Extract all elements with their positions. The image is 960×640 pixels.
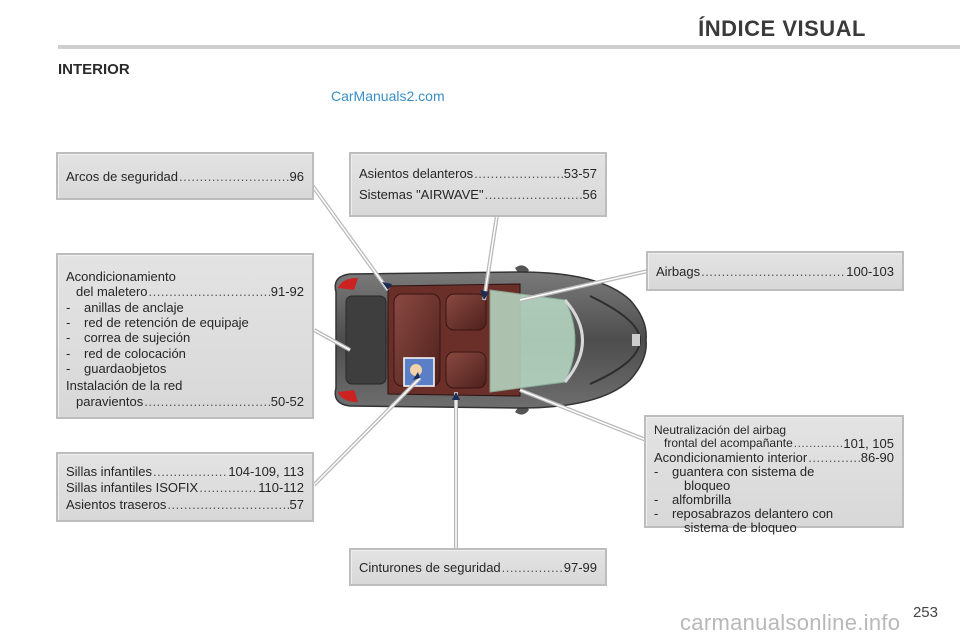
list-item-cont: sistema de bloqueo: [684, 520, 797, 536]
acond-head: Acondicionamiento: [66, 269, 176, 284]
page-title: ÍNDICE VISUAL: [698, 16, 866, 41]
page-number: 253: [912, 604, 938, 621]
list-item: -reposabrazos delantero con: [654, 506, 834, 522]
cinturones-label: Cinturones de seguridad: [359, 560, 501, 575]
front-seat-left: [445, 293, 487, 331]
watermark-top[interactable]: CarManuals2.com: [331, 88, 445, 104]
front-badge: [632, 334, 640, 346]
list-item: -guardaobjetos: [66, 360, 167, 376]
isofix-page[interactable]: 110-112: [258, 480, 304, 496]
acond-head2: Instalación de la red: [66, 378, 183, 394]
arcos-label: Arcos de seguridad: [66, 169, 179, 184]
asientos-label: Asientos delanteros: [359, 166, 474, 181]
sillas-label: Sillas infantiles: [66, 464, 152, 479]
arrow-sillas: [413, 372, 420, 380]
child-figure: [410, 364, 422, 376]
traseros-page[interactable]: 57: [289, 496, 304, 512]
dashboard: [563, 299, 584, 383]
list-item: -anillas de anclaje: [66, 299, 184, 315]
airbags-page[interactable]: 100-103: [846, 264, 894, 279]
arcos-box[interactable]: Arcos de seguridad 96: [56, 152, 314, 200]
acond-interior-label: Acondicionamiento interior: [654, 449, 808, 465]
airwave-label: Sistemas "AIRWAVE": [359, 187, 484, 203]
airbags-box[interactable]: Airbags 100-103: [646, 251, 904, 291]
trunk: [345, 295, 387, 385]
cinturones-box[interactable]: Cinturones de seguridad 97-99: [349, 548, 607, 586]
list-item: -alfombrilla: [654, 492, 732, 508]
list-item: -red de colocación: [66, 345, 186, 361]
airwave-page[interactable]: 56: [582, 187, 597, 203]
list-item: -guantera con sistema de: [654, 464, 815, 480]
acond-sub-label: del maletero: [76, 284, 148, 300]
list-item: -correa de sujeción: [66, 330, 191, 346]
taillight-top: [338, 278, 358, 290]
traseros-label: Asientos traseros: [66, 496, 167, 512]
neutral-sub-label: frontal del acompañante: [664, 435, 793, 450]
acondicionamiento-maletero-box[interactable]: Acondicionamiento del maletero 91-92 -an…: [56, 253, 314, 419]
header-rule: [58, 45, 960, 49]
airbag-zone: [489, 289, 576, 393]
arcos-page[interactable]: 96: [289, 169, 304, 184]
asientos-page[interactable]: 53-57: [563, 166, 597, 181]
list-item: -red de retención de equipaje: [66, 314, 249, 330]
cinturones-page[interactable]: 97-99: [563, 560, 597, 575]
asientos-delanteros-box[interactable]: Asientos delanteros 53-57 Sistemas "AIRW…: [349, 152, 607, 217]
isofix-label: Sillas infantiles ISOFIX: [66, 480, 199, 496]
airbags-label: Airbags: [656, 264, 701, 279]
arrow-asientos: [480, 290, 489, 300]
paravientos-label: paravientos: [76, 393, 144, 409]
acond-sub-page[interactable]: 91-92: [270, 284, 304, 300]
list-item-cont: bloqueo: [684, 478, 731, 494]
section-title: INTERIOR: [58, 61, 130, 78]
neutral-head: Neutralización del airbag: [654, 423, 787, 437]
paravientos-page[interactable]: 50-52: [270, 393, 304, 409]
sillas-infantiles-box[interactable]: Sillas infantiles 104-109, 113 Sillas in…: [56, 452, 314, 522]
arrow-arcos: [382, 282, 392, 290]
watermark-bottom[interactable]: carmanualsonline.info: [680, 610, 901, 635]
acond-interior-page[interactable]: 86-90: [860, 449, 894, 465]
arrow-cinturones: [452, 392, 460, 400]
neutralizacion-box[interactable]: Neutralización del airbag frontal del ac…: [644, 415, 904, 535]
neutral-sub-page[interactable]: 101, 105: [843, 435, 894, 451]
sillas-page[interactable]: 104-109, 113: [228, 464, 304, 479]
front-seat-right: [445, 351, 487, 389]
taillight-bottom: [338, 390, 358, 402]
